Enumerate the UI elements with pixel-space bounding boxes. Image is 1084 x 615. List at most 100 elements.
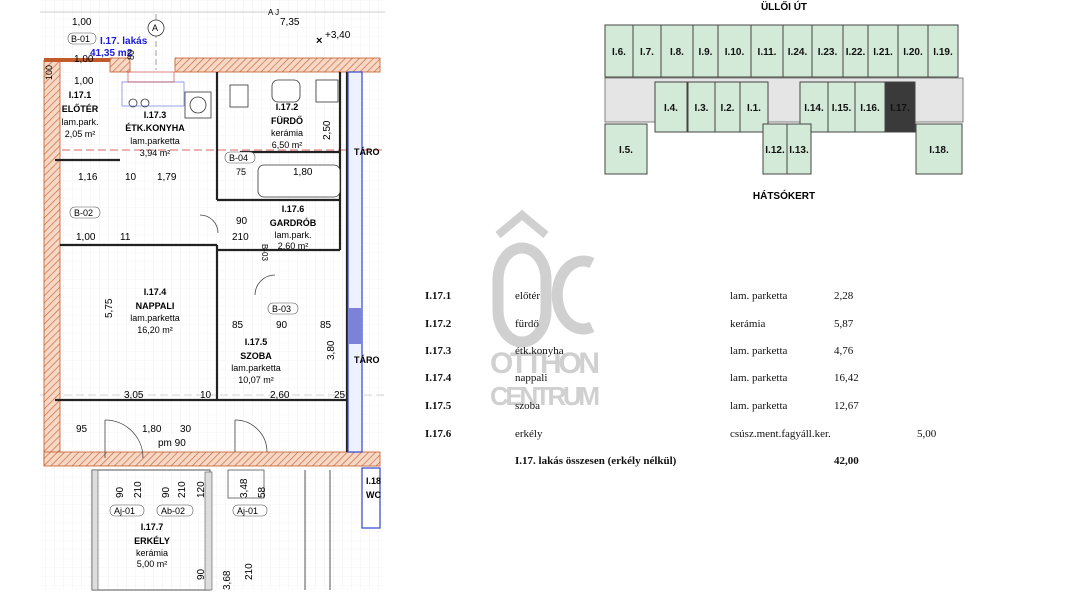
unit-label: I.15. bbox=[832, 103, 852, 114]
unit-i10 bbox=[717, 24, 752, 78]
svg-text:95: 95 bbox=[76, 424, 88, 435]
svg-text:ERKÉLY: ERKÉLY bbox=[134, 536, 170, 546]
svg-text:16,20 m²: 16,20 m² bbox=[137, 325, 173, 335]
cell-material: lam. parketta bbox=[730, 400, 788, 412]
neighbor-labels: TÁRO TÁRO I.18 WC bbox=[354, 147, 381, 500]
svg-text:3,94 m²: 3,94 m² bbox=[140, 148, 171, 158]
svg-text:80: 80 bbox=[126, 50, 136, 60]
unit-label: I.6. bbox=[612, 47, 626, 58]
svg-text:lam.park.: lam.park. bbox=[61, 117, 98, 127]
svg-text:Aj-01: Aj-01 bbox=[114, 506, 135, 516]
unit-label: I.8. bbox=[670, 47, 684, 58]
level-mark: +3,40 bbox=[325, 30, 351, 41]
unit-label: I.16. bbox=[860, 103, 880, 114]
room-furdo: I.17.2 FÜRDŐ kerámia 6,50 m² bbox=[271, 102, 303, 150]
room-nappali: I.17.4 NAPPALI lam.parketta 16,20 m² bbox=[130, 287, 180, 335]
unit-label: I.14. bbox=[804, 103, 824, 114]
unit-label: I.18. bbox=[929, 145, 949, 156]
svg-text:210: 210 bbox=[244, 563, 255, 580]
dimensions: 1,00 1,00 100 80 1,16 10 1,79 75 1,80 1,… bbox=[44, 50, 346, 590]
door-tags: B-04 B-02 B-03 B-03 Aj-01 Ab-02 Aj-01 bbox=[69, 151, 299, 517]
otthon-centrum-logo: OTTHON CENTRUM bbox=[490, 209, 600, 411]
svg-text:2,60: 2,60 bbox=[270, 390, 290, 401]
svg-text:A: A bbox=[152, 23, 158, 33]
unit-label: I.1. bbox=[747, 103, 761, 114]
apartment-total-area: 41,35 m2 bbox=[90, 48, 133, 59]
top-units: I.6.I.7.I.8.I.9.I.10.I.11.I.24.I.23.I.22… bbox=[604, 24, 959, 78]
dim-top-1: 1,00 bbox=[72, 17, 92, 28]
axis-marker bbox=[147, 19, 165, 37]
svg-text:120: 120 bbox=[196, 481, 207, 498]
unit-i4 bbox=[654, 81, 688, 133]
cell-area: 16,42 bbox=[834, 372, 859, 384]
unit-i8 bbox=[660, 24, 694, 78]
cell-area: 5,00 bbox=[917, 428, 937, 440]
shaft-marker bbox=[349, 308, 361, 344]
svg-text:1,00: 1,00 bbox=[74, 54, 94, 65]
svg-text:6,50 m²: 6,50 m² bbox=[272, 140, 303, 150]
svg-text:10: 10 bbox=[125, 172, 137, 183]
svg-text:30: 30 bbox=[180, 424, 192, 435]
svg-text:210: 210 bbox=[232, 232, 249, 243]
unit-i6 bbox=[604, 24, 634, 78]
unit-label: I.4. bbox=[664, 103, 678, 114]
svg-text:SZOBA: SZOBA bbox=[240, 351, 272, 361]
street-label: ÜLLŐI ÚT bbox=[761, 0, 807, 13]
room-labels: I.17.1 ELŐTÉR lam.park. 2,05 m² I.17.2 F… bbox=[61, 90, 316, 569]
unit-i22 bbox=[842, 24, 869, 78]
svg-text:2,05 m²: 2,05 m² bbox=[65, 129, 96, 139]
unit-i9 bbox=[692, 24, 719, 78]
wall-top bbox=[174, 57, 381, 73]
svg-text:I.17.2: I.17.2 bbox=[276, 102, 299, 112]
cell-name: étk.konyha bbox=[515, 345, 564, 357]
lower-units: I.5.I.12.I.13.I.18. bbox=[604, 123, 963, 175]
svg-text:3,68: 3,68 bbox=[222, 570, 233, 590]
unit-label: I.12. bbox=[765, 145, 785, 156]
svg-text:B-03: B-03 bbox=[260, 244, 269, 261]
cell-code: I.17.2 bbox=[425, 318, 452, 330]
svg-text:10: 10 bbox=[200, 390, 212, 401]
unit-i16 bbox=[854, 81, 886, 133]
svg-text:100: 100 bbox=[44, 65, 54, 80]
svg-text:I.17.7: I.17.7 bbox=[141, 522, 164, 532]
apartment-floorplan: 1,00 7,35 A A J +3,40 × I.17. lakás 41,3… bbox=[0, 0, 390, 615]
svg-text:58: 58 bbox=[257, 486, 268, 498]
svg-text:×: × bbox=[316, 35, 322, 47]
unit-i2 bbox=[714, 81, 741, 133]
unit-label: I.24. bbox=[788, 47, 808, 58]
svg-text:pm 90: pm 90 bbox=[158, 438, 186, 449]
cell-code: I.17.6 bbox=[425, 428, 452, 440]
bathtub-symbol bbox=[257, 164, 341, 198]
svg-text:90: 90 bbox=[276, 320, 288, 331]
unit-label: I.10. bbox=[725, 47, 745, 58]
svg-text:lam.parketta: lam.parketta bbox=[130, 136, 180, 146]
logo-text-centrum: CENTRUM bbox=[490, 381, 600, 411]
unit-label: I.2. bbox=[721, 103, 735, 114]
building-site-plan: ÜLLŐI ÚT HÁTSÓKERT I.6.I.7.I.8.I.9.I.10.… bbox=[604, 0, 964, 202]
wall-bottom bbox=[43, 451, 381, 467]
cell-name: szoba bbox=[515, 400, 541, 412]
svg-text:ÉTK.KONYHA: ÉTK.KONYHA bbox=[125, 123, 185, 133]
svg-text:3,80: 3,80 bbox=[326, 340, 337, 360]
svg-text:5,75: 5,75 bbox=[104, 298, 115, 318]
unit-label: I.23. bbox=[818, 47, 838, 58]
svg-text:1,80: 1,80 bbox=[293, 167, 313, 178]
garden-label: HÁTSÓKERT bbox=[753, 189, 815, 202]
svg-text:FÜRDŐ: FÜRDŐ bbox=[271, 115, 303, 126]
svg-text:I.18: I.18 bbox=[366, 476, 381, 486]
unit-i19 bbox=[927, 24, 959, 78]
toilet-symbol bbox=[229, 84, 249, 108]
svg-text:Aj-01: Aj-01 bbox=[237, 506, 258, 516]
svg-text:2,50: 2,50 bbox=[322, 120, 333, 140]
svg-text:A J: A J bbox=[268, 8, 279, 17]
unit-i7 bbox=[632, 24, 662, 78]
logo-text-otthon: OTTHON bbox=[490, 347, 600, 380]
room-erkely: I.17.7 ERKÉLY kerámia 5,00 m² bbox=[134, 522, 170, 569]
svg-text:90: 90 bbox=[236, 216, 248, 227]
svg-text:WC: WC bbox=[366, 490, 381, 500]
cell-name: fürdő bbox=[515, 318, 539, 330]
unit-label: I.19. bbox=[933, 47, 953, 58]
